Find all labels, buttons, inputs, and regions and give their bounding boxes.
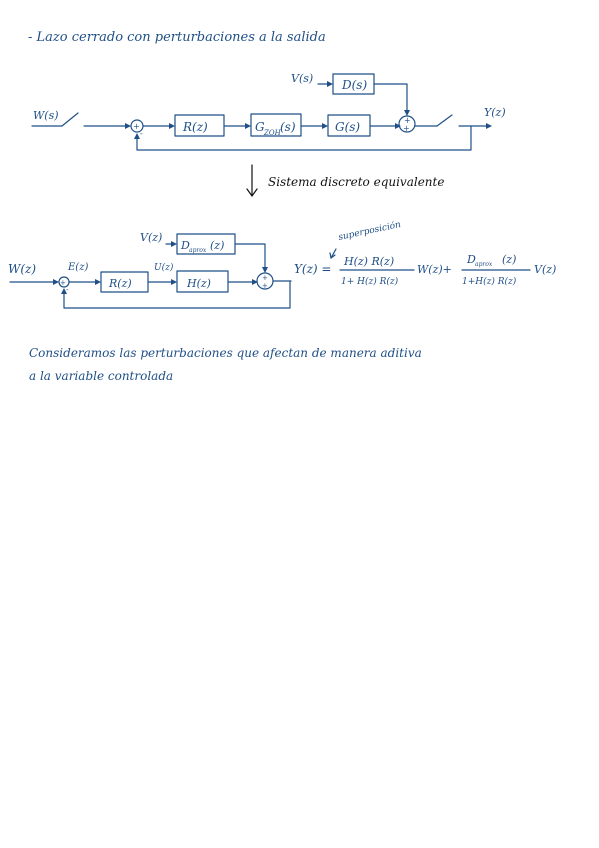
arrow-head: [171, 241, 177, 247]
arrow-head: [61, 288, 67, 294]
line-d-sum2: [373, 83, 408, 112]
feedback-line-2: [63, 280, 291, 309]
arrow-head: [171, 279, 177, 285]
block-gzoh-g: G: [255, 120, 265, 134]
sum2-plus-bottom: +: [262, 282, 268, 290]
block-d-main: D: [180, 239, 190, 252]
arrow-head: [53, 279, 59, 285]
input-label-ws: W(s): [33, 109, 59, 122]
sum2-plus-bottom: +: [403, 124, 410, 133]
sum2-plus-top: +: [262, 274, 268, 282]
block-gzoh-arg: (s): [280, 120, 296, 134]
frac2-num-sub: aprox: [475, 261, 493, 268]
note-line-2: a la variable controlada: [29, 369, 173, 383]
arrow-head: [404, 110, 410, 116]
arrow-head: [327, 81, 333, 87]
term1-w: W(z)+: [417, 263, 452, 276]
block-d-arg: (z): [210, 239, 224, 252]
arrow-head: [252, 279, 258, 285]
control-label-uz: U(z): [154, 262, 174, 273]
annotation-pointer-head: [329, 252, 336, 259]
disturbance-label-vz: V(z): [140, 231, 162, 244]
down-arrow-head: [246, 188, 258, 198]
block-d-sub: aprox: [189, 247, 207, 254]
block-h-label: H(z): [186, 277, 211, 290]
sampler-switch-1: [61, 112, 79, 127]
frac1-denominator: 1+ H(z) R(z): [341, 276, 399, 287]
sum1-minus: -: [140, 129, 143, 138]
sum2-plus-top: +: [404, 116, 411, 125]
block-d-label: D(s): [341, 78, 367, 92]
frac2-num-arg: (z): [502, 253, 516, 266]
input-label-wz: W(z): [8, 262, 36, 276]
frac2-denominator: 1+H(z) R(z): [462, 276, 517, 287]
sampler-switch-2: [436, 114, 453, 127]
superposition-annotation: superposición: [337, 219, 402, 243]
block-gzoh-sub: ZOH: [263, 129, 282, 137]
arrow-head: [95, 279, 101, 285]
arrow-head: [322, 123, 328, 129]
arrow-head: [395, 123, 401, 129]
disturbance-label-vs: V(s): [291, 72, 313, 85]
output-label-yz: Y(z) =: [294, 262, 331, 276]
sum1-minus: -: [66, 286, 69, 294]
block-diagram-discrete: W(z) + - E(z) R(z) U(z) H(z) V(z) D apro…: [8, 231, 331, 309]
block-r-label: R(z): [108, 277, 132, 290]
page-title: - Lazo cerrado con perturbaciones a la s…: [28, 30, 326, 45]
arrow-head: [134, 133, 140, 139]
block-diagram-continuous: W(s) + - R(z) G ZOH (s) G(s) V(s) D: [31, 72, 506, 151]
block-r-label: R(z): [182, 120, 208, 134]
note-line-1: Consideramos las perturbaciones que afec…: [29, 346, 422, 360]
sum1-plus: +: [60, 279, 66, 287]
term2-v: V(z): [534, 263, 556, 276]
transition-arrow: Sistema discreto equivalente: [246, 164, 444, 198]
annotation-pointer: [330, 248, 337, 259]
output-label-yz: Y(z): [484, 106, 506, 119]
arrow-head: [125, 123, 131, 129]
sum1-plus: +: [133, 122, 140, 131]
arrow-head: [169, 123, 175, 129]
error-label-ez: E(z): [67, 262, 88, 273]
arrow-head: [486, 123, 492, 129]
arrow-head: [245, 123, 251, 129]
block-g-label: G(s): [335, 120, 360, 134]
summing-junction-2: [398, 115, 416, 133]
block-gzoh: [250, 113, 302, 137]
line-d-sum2: [234, 243, 266, 269]
arrow-head: [262, 267, 268, 273]
frac2-num-main: D: [466, 253, 476, 266]
transfer-equation: superposición H(z) R(z) 1+ H(z) R(z) W(z…: [329, 219, 556, 287]
transition-label: Sistema discreto equivalente: [268, 175, 444, 189]
feedback-line-1: [136, 125, 472, 151]
frac1-numerator: H(z) R(z): [343, 255, 394, 268]
